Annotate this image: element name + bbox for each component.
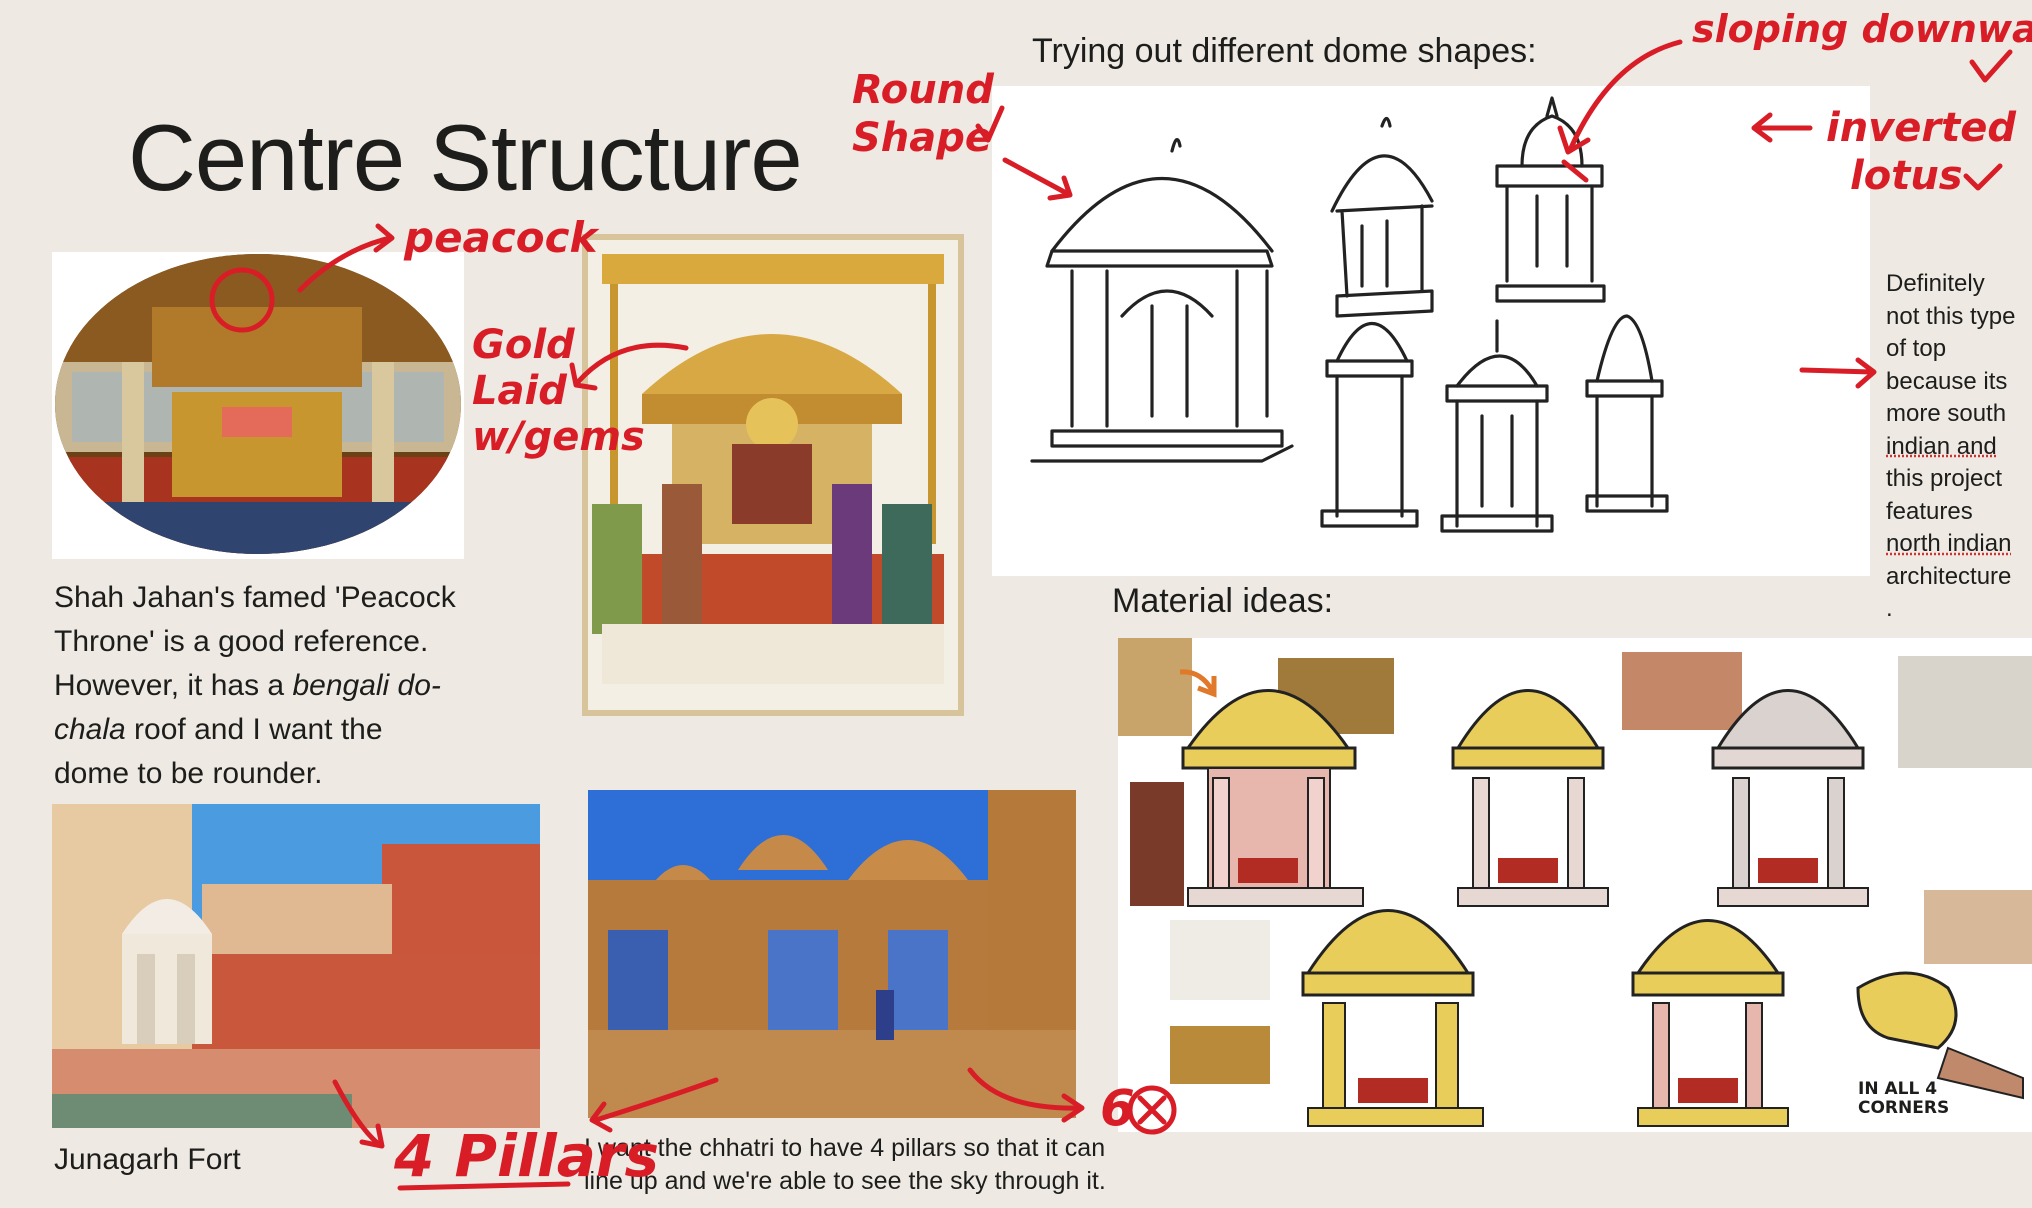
- slide-title: Centre Structure: [128, 105, 803, 210]
- material-section-heading: Material ideas:: [1112, 582, 1334, 620]
- round-dome-sketch: [1030, 138, 1294, 463]
- material-chhatri-1: [1181, 689, 1364, 907]
- tall-dome-sketch: [1320, 321, 1419, 528]
- six-annotation: 6: [1100, 1079, 1135, 1137]
- reference-thumb-boat: [1170, 920, 1270, 1000]
- reference-thumb-marble: [1898, 656, 2032, 768]
- pointed-dome-sketch: [1440, 319, 1554, 533]
- peacock-throne-oval-image: [52, 252, 464, 559]
- junagarh-fort-image: [52, 804, 540, 1128]
- reference-thumb-arches: [1622, 652, 1742, 730]
- caption-line-1: Shah Jahan's famed 'Peacock: [54, 581, 456, 614]
- reference-thumb-painting: [1118, 638, 1192, 736]
- four-pillars-annotation: 4 Pillars: [394, 1122, 659, 1190]
- south-indian-top-sketch: [1585, 314, 1669, 513]
- peacock-annotation: peacock: [404, 213, 598, 262]
- round-shape-annotation: Round Shape: [852, 67, 994, 161]
- material-ideas-panel: [1118, 638, 2032, 1132]
- reference-thumb-jewel: [1170, 1026, 1270, 1084]
- south-indian-top-note: Definitely not this type of top because …: [1886, 270, 2016, 622]
- material-chhatri-2: [1451, 689, 1609, 907]
- junagarh-fort-label: Junagarh Fort: [54, 1143, 241, 1176]
- material-chhatri-3: [1711, 689, 1869, 907]
- peacock-throne-miniature-image: [582, 234, 964, 716]
- caption-line-3: However, it has a bengali do-: [54, 669, 441, 702]
- chhatri-pillars-note: I want the chhatri to have 4 pillars so …: [584, 1134, 1106, 1195]
- inverted-lotus-annotation: inverted lotus: [1826, 105, 2016, 199]
- caption-line-4: chala roof and I want the: [54, 713, 383, 746]
- material-chhatri-4: [1301, 909, 1484, 1127]
- gold-laid-annotation: Gold Laid w/gems: [472, 322, 645, 460]
- reference-thumb-niche: [1130, 782, 1184, 906]
- material-chhatri-5: [1631, 919, 1789, 1127]
- chhatri-cenotaph-image: [588, 790, 1076, 1118]
- reference-thumb-fresco: [1924, 890, 2032, 964]
- dome-section-heading: Trying out different dome shapes:: [1032, 32, 1537, 70]
- caption-line-5: dome to be rounder.: [54, 757, 323, 790]
- elephant-spout-sketch: [1856, 971, 2024, 1100]
- peacock-throne-caption: Shah Jahan's famed 'Peacock Throne' is a…: [54, 576, 456, 796]
- caption-line-2: Throne' is a good reference.: [54, 625, 429, 658]
- dome-sketches-panel: [992, 86, 1870, 576]
- corner-note: IN ALL 4 CORNERS: [1858, 1079, 1950, 1118]
- sloping-downwards-annotation: sloping downwards: [1692, 7, 2032, 51]
- sloping-dome-sketch: [1330, 116, 1434, 318]
